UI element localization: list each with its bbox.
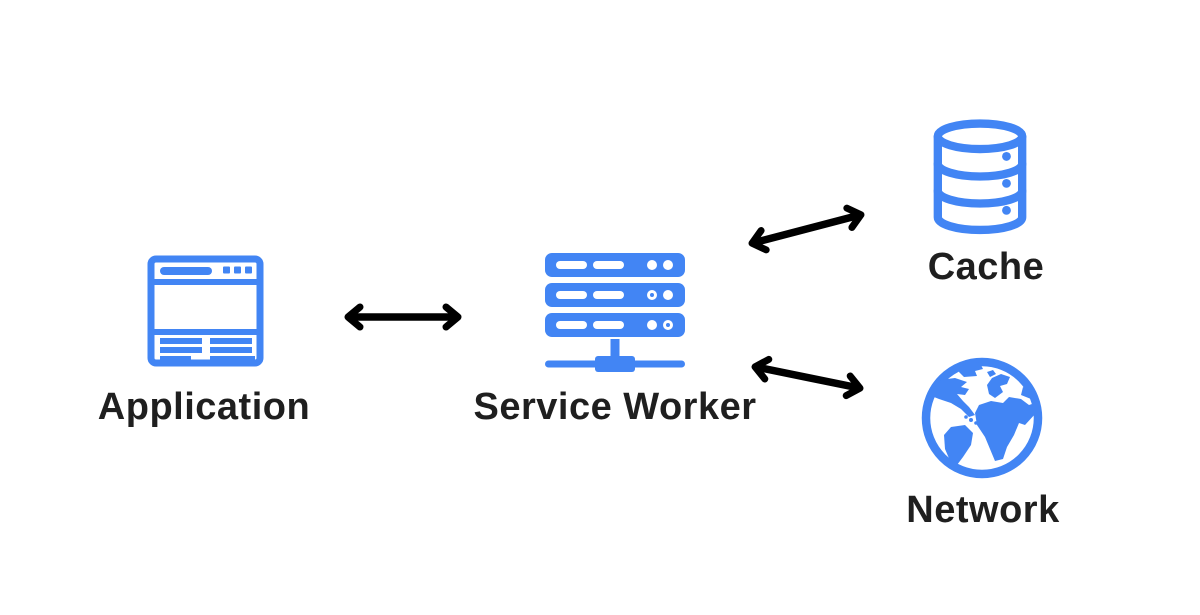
arrow-service-worker-network [751, 355, 864, 400]
server-stack-icon [545, 253, 685, 372]
node-label-service-worker: Service Worker [473, 386, 757, 428]
browser-window-icon [147, 255, 264, 367]
node-label-network: Network [906, 489, 1060, 531]
database-cylinder-icon [933, 119, 1027, 235]
globe-icon [921, 357, 1043, 479]
arrow-service-worker-cache [748, 204, 865, 254]
node-label-application: Application [97, 386, 311, 428]
node-label-cache: Cache [927, 246, 1045, 288]
